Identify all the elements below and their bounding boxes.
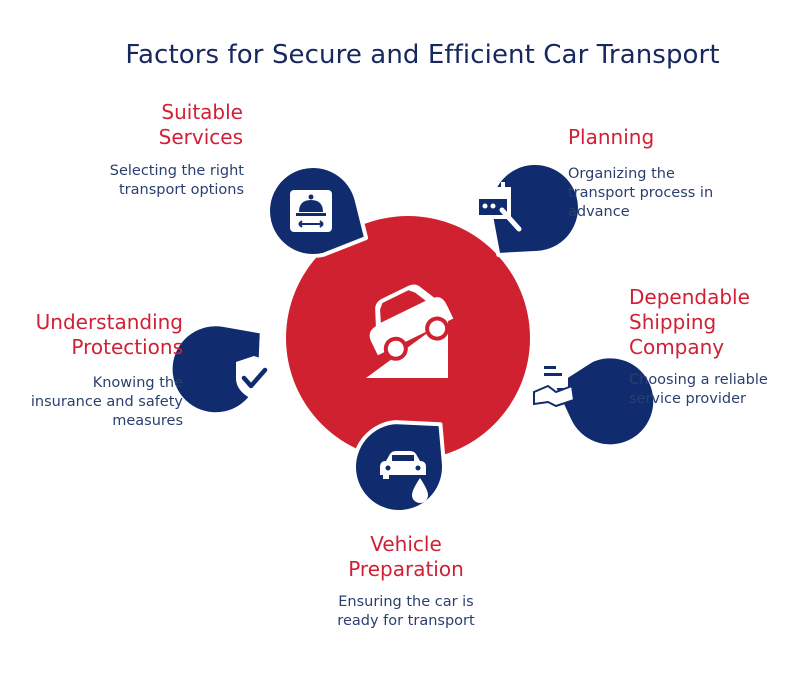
heading-line: Planning (568, 125, 655, 149)
factor-heading-planning: Planning (568, 125, 654, 150)
desc-line: Knowing the (92, 375, 183, 391)
contract-handshake-icon (533, 358, 576, 408)
heading-line: Services (158, 125, 243, 149)
desc-line: Ensuring the car is (338, 594, 474, 610)
factor-desc-vehicle-preparation: Ensuring the car is ready for transport (306, 593, 506, 631)
desc-line: ready for transport (337, 613, 475, 629)
calendar-edit-icon (475, 182, 522, 232)
pin-dependable-shipping (533, 354, 658, 449)
desc-line: insurance and safety (30, 394, 183, 410)
car-oil-drop-icon (380, 451, 428, 503)
factor-heading-dependable-shipping: Dependable Shipping Company (629, 285, 750, 360)
desc-line: measures (112, 413, 183, 429)
heading-line: Preparation (348, 557, 464, 581)
desc-line: advance (568, 204, 630, 220)
desc-line: Organizing the (568, 166, 675, 182)
desc-line: Choosing a reliable (629, 372, 768, 388)
desc-line: transport process in (568, 185, 714, 201)
pin-planning (475, 160, 582, 257)
heading-line: Vehicle (370, 532, 442, 556)
service-bell-icon (290, 190, 332, 232)
car-on-slope-icon (366, 284, 454, 378)
pin-vehicle-preparation (352, 420, 446, 514)
heading-line: Suitable (161, 100, 243, 124)
factor-desc-understanding-protections: Knowing the insurance and safety measure… (31, 374, 183, 431)
page-title: Factors for Secure and Efficient Car Tra… (125, 40, 720, 70)
heading-line: Company (629, 335, 725, 359)
factor-desc-suitable-services: Selecting the right transport options (110, 162, 244, 200)
heading-line: Understanding (35, 310, 183, 334)
factor-desc-dependable-shipping: Choosing a reliable service provider (629, 371, 768, 409)
heading-line: Shipping (629, 310, 717, 334)
pin-suitable-services (266, 164, 369, 258)
factor-heading-understanding-protections: Understanding Protections (36, 310, 183, 360)
pin-understanding-protections (168, 322, 272, 417)
desc-line: Selecting the right (109, 163, 244, 179)
factor-desc-planning: Organizing the transport process in adva… (568, 165, 713, 222)
desc-line: service provider (629, 391, 746, 407)
heading-line: Dependable (629, 285, 750, 309)
heading-line: Protections (71, 335, 183, 359)
factor-heading-suitable-services: Suitable Services (159, 100, 243, 150)
factor-heading-vehicle-preparation: Vehicle Preparation (306, 532, 506, 582)
desc-line: transport options (118, 182, 244, 198)
shield-check-icon (236, 356, 272, 400)
